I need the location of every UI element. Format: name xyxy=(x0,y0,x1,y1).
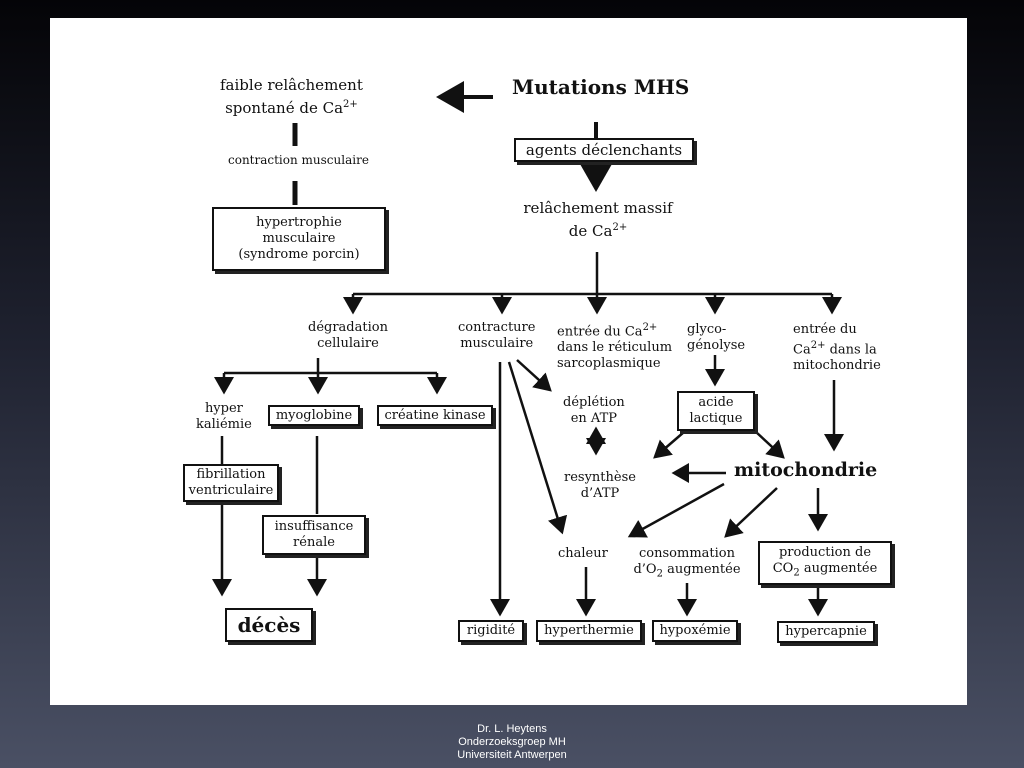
contracture-label: contracture musculaire xyxy=(458,320,536,351)
ventricular-fibrillation-box: fibrillation ventriculaire xyxy=(183,464,279,502)
glycogenolysis-label: glyco- génolyse xyxy=(687,322,746,353)
arrow-lactic-to-resynthesis xyxy=(653,431,685,459)
renal-failure-box: insuffisance rénale xyxy=(262,515,366,555)
hyperkalemia-label: hyper kaliémie xyxy=(196,401,252,432)
hyperthermia-box: hyperthermie xyxy=(536,620,642,642)
arrow-lactic-to-mitochondria xyxy=(755,431,785,459)
flow-arrows xyxy=(212,81,844,617)
hypercapnia-box: hypercapnie xyxy=(777,621,875,643)
diagram-title: Mutations MHS xyxy=(512,75,690,99)
weak-release-label: faible relâchement spontané de Ca2+ xyxy=(220,76,363,117)
footer-author: Dr. L. Heytens xyxy=(477,723,547,735)
lactic-acid-box: acide lactique xyxy=(677,391,755,431)
heat-label: chaleur xyxy=(558,546,608,561)
slide-footer: Dr. L. Heytens Onderzoeksgroep MH Univer… xyxy=(412,723,612,762)
atp-resynthesis-label: resynthèse d’ATP xyxy=(564,470,636,501)
atp-depletion-label: déplétion en ATP xyxy=(563,395,625,426)
arrow-contracture-to-depletion xyxy=(516,359,552,392)
footer-university: Universiteit Antwerpen xyxy=(457,749,567,761)
co2-production-box: production de CO2 augmentée xyxy=(758,541,892,585)
footer-group: Onderzoeksgroep MH xyxy=(458,736,566,748)
mitochondria-label: mitochondrie xyxy=(734,459,878,481)
arrow-mitochondria-to-heat xyxy=(627,482,725,538)
creatine-kinase-box: créatine kinase xyxy=(377,405,493,426)
reticulum-label: entrée du Ca2+ dans le réticulum sarcopl… xyxy=(557,322,673,372)
massive-release-label: relâchement massif de Ca2+ xyxy=(523,199,673,240)
contraction-label: contraction musculaire xyxy=(228,153,369,167)
o2-consumption-label: consommation d’O2 augmentée xyxy=(633,546,741,580)
rigidity-box: rigidité xyxy=(458,620,524,642)
death-box: décès xyxy=(225,608,313,642)
hypertrophy-box: hypertrophie musculaire (syndrome porcin… xyxy=(212,207,386,271)
degradation-label: dégradation cellulaire xyxy=(308,320,388,351)
hypoxemia-box: hypoxémie xyxy=(652,620,738,642)
triggers-box: agents déclenchants xyxy=(514,138,694,162)
mito-entry-label: entrée du Ca2+ dans la mitochondrie xyxy=(793,322,881,374)
arrow-mitochondria-to-o2 xyxy=(724,487,778,538)
arrow-contracture-to-heat xyxy=(507,361,568,535)
slide: Mutations MHS faible relâchement spontan… xyxy=(50,18,967,705)
myoglobin-box: myoglobine xyxy=(268,405,360,426)
